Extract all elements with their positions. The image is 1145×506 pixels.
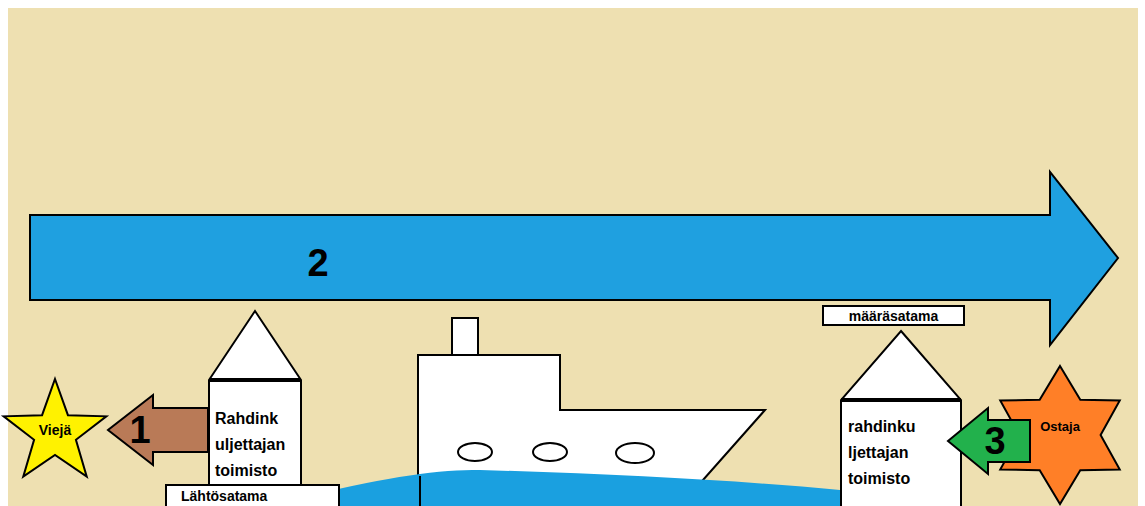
exporter-star-shape	[4, 379, 107, 477]
node-text: rahdinku ljettajan toimisto	[848, 414, 960, 492]
background	[8, 8, 1138, 506]
node-text: Viejä	[39, 421, 71, 439]
forwarder-office-shape	[841, 331, 961, 506]
forwarder-office: rahdinku ljettajan toimisto	[840, 330, 962, 506]
porthole	[616, 443, 654, 463]
porthole	[458, 443, 492, 461]
node-text: Ostaja	[1040, 418, 1080, 435]
callout-number: 3	[984, 421, 1005, 461]
ship-edge	[419, 476, 421, 506]
port-label-box: Lähtösatama	[165, 484, 340, 506]
forwarder-office: Rahdink uljettajan toimisto	[208, 310, 302, 506]
callout-number: 2	[307, 243, 328, 283]
forwarder-office-shape	[209, 311, 301, 506]
callout-number: 1	[129, 410, 150, 450]
flow-arrow	[30, 172, 1118, 345]
porthole	[533, 443, 567, 461]
water	[300, 470, 840, 506]
roof-base	[209, 378, 301, 382]
roof-base	[841, 398, 961, 402]
node-text: Lähtösatama	[181, 487, 334, 506]
exporter-star: Viejä	[0, 375, 110, 485]
node-text: Rahdink uljettajan toimisto	[215, 406, 300, 484]
flow-arrow	[948, 408, 1030, 474]
node-text: määräsatama	[826, 307, 961, 325]
flow-arrow	[108, 395, 208, 465]
port-label-box: määräsatama	[822, 305, 965, 326]
ship-chimney	[452, 318, 478, 356]
